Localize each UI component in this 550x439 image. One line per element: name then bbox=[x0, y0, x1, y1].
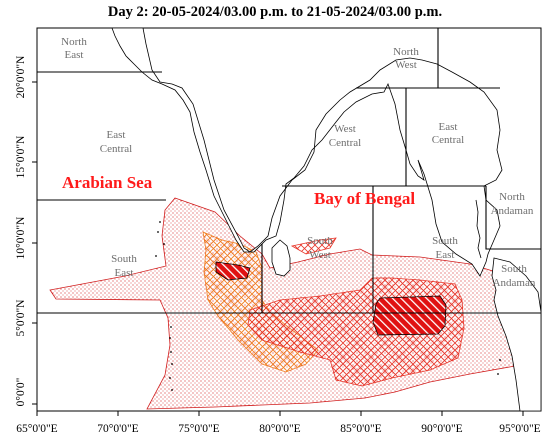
region-west-central-bay-l2: Central bbox=[329, 137, 361, 149]
region-north-east-l1: North bbox=[61, 36, 87, 48]
red-hatch-sri-lanka bbox=[290, 237, 337, 255]
y-tick-label: 5°0'0"N bbox=[15, 299, 27, 337]
region-north-east-l2: East bbox=[65, 49, 84, 61]
svg-text:South: South bbox=[501, 263, 527, 275]
svg-text:East: East bbox=[107, 129, 126, 141]
y-tick-label: 20°0'0"N bbox=[15, 55, 27, 98]
region-east-central-arabian-l2: Central bbox=[100, 143, 132, 155]
svg-text:South: South bbox=[307, 235, 333, 247]
svg-text:North: North bbox=[61, 36, 87, 48]
region-north-andaman-l2: Andaman bbox=[491, 205, 534, 217]
region-east-central-bay-l2: Central bbox=[432, 134, 464, 146]
region-north-west-bay-l1: North bbox=[393, 46, 419, 58]
svg-text:East: East bbox=[436, 249, 455, 261]
svg-text:Andaman: Andaman bbox=[493, 277, 536, 289]
svg-text:West: West bbox=[395, 59, 417, 71]
region-east-central-arabian-l1: East bbox=[107, 129, 126, 141]
region-boundaries bbox=[37, 28, 541, 314]
region-south-east-bay-l1: South bbox=[432, 235, 458, 247]
sri-lanka-landmass bbox=[271, 239, 291, 277]
svg-text:East: East bbox=[65, 49, 84, 61]
x-tick-label: 75°0'0"E bbox=[178, 423, 219, 435]
svg-text:Central: Central bbox=[432, 134, 464, 146]
y-tick-label: 0°0'0" bbox=[15, 378, 27, 407]
region-labels: North East East Central South East North… bbox=[61, 36, 536, 289]
dense-warning-area-comorin bbox=[215, 261, 251, 281]
svg-text:East: East bbox=[439, 121, 458, 133]
x-tick-label: 80°0'0"E bbox=[259, 423, 300, 435]
region-north-andaman-l1: North bbox=[499, 191, 525, 203]
svg-text:Central: Central bbox=[100, 143, 132, 155]
svg-text:South: South bbox=[432, 235, 458, 247]
map-title: Day 2: 20-05-2024/03.00 p.m. to 21-05-20… bbox=[107, 4, 443, 20]
x-tick-label: 90°0'0"E bbox=[421, 423, 462, 435]
svg-text:Andaman: Andaman bbox=[491, 205, 534, 217]
region-south-andaman-l1: South bbox=[501, 263, 527, 275]
svg-text:West: West bbox=[309, 249, 331, 261]
region-north-west-bay-l2: West bbox=[395, 59, 417, 71]
region-south-east-arabian-l1: South bbox=[111, 253, 137, 265]
bay-of-bengal-label: Bay of Bengal bbox=[314, 189, 415, 208]
svg-text:West: West bbox=[334, 123, 356, 135]
x-tick-label: 65°0'0"E bbox=[16, 423, 57, 435]
x-tick-label: 85°0'0"E bbox=[340, 423, 381, 435]
dense-warning-area-bay bbox=[372, 295, 447, 336]
y-tick-label: 15°0'0"N bbox=[15, 135, 27, 178]
region-west-central-bay-l1: West bbox=[334, 123, 356, 135]
svg-text:East: East bbox=[115, 267, 134, 279]
y-tick-label: 10°0'0"N bbox=[15, 216, 27, 259]
sumatra-landmass bbox=[491, 257, 541, 411]
arabian-sea-label: Arabian Sea bbox=[62, 173, 153, 192]
svg-text:North: North bbox=[393, 46, 419, 58]
region-east-central-bay-l1: East bbox=[439, 121, 458, 133]
island-dots bbox=[155, 221, 501, 391]
region-south-east-bay-l2: East bbox=[436, 249, 455, 261]
region-south-andaman-l2: Andaman bbox=[493, 277, 536, 289]
region-south-west-bay-l1: South bbox=[307, 235, 333, 247]
x-tick-label: 95°0'0"E bbox=[499, 423, 540, 435]
svg-text:South: South bbox=[111, 253, 137, 265]
svg-text:North: North bbox=[499, 191, 525, 203]
y-axis: 0°0'0" 5°0'0"N 10°0'0"N 15°0'0"N 20°0'0"… bbox=[15, 55, 37, 406]
region-south-west-bay-l2: West bbox=[309, 249, 331, 261]
india-landmass bbox=[111, 28, 503, 277]
svg-text:Central: Central bbox=[329, 137, 361, 149]
x-axis: 65°0'0"E 70°0'0"E 75°0'0"E 80°0'0"E 85°0… bbox=[16, 411, 541, 435]
x-tick-label: 70°0'0"E bbox=[97, 423, 138, 435]
andaman-islands bbox=[475, 199, 482, 259]
region-south-east-arabian-l2: East bbox=[115, 267, 134, 279]
